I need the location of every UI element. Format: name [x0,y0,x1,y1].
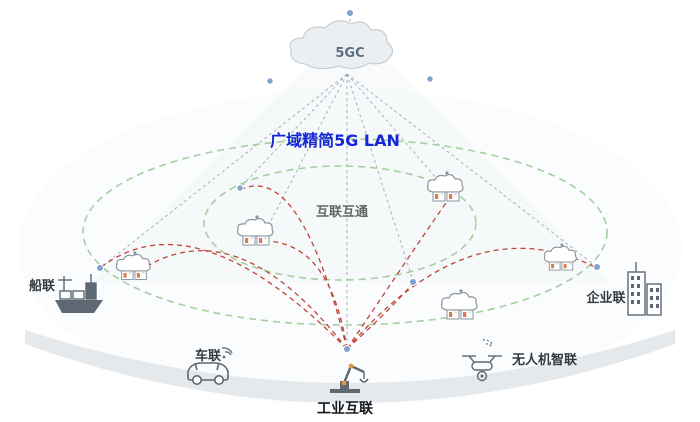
drone-label: 无人机智联 [511,352,577,368]
vehicle-label: 车联 [195,348,221,364]
interconnect-label: 互联互通 [316,204,368,220]
enterprise-label: 企业联 [585,290,625,306]
core-fan-links [99,13,598,349]
drone-icon [462,339,502,382]
connected-car-icon [187,347,233,385]
ship-icon [55,274,103,313]
anchor-dots [96,9,601,353]
ship-label: 船联 [29,278,55,294]
interconnect-arcs [99,185,596,350]
robotic-arm-icon [330,363,369,393]
5gc-cloud: 5GC [289,20,394,70]
outer-lan-ellipse [82,138,608,326]
inner-lan-ellipse [203,165,477,281]
enterprise-buildings-icon [627,262,662,316]
5gc-label: 5GC [335,46,364,61]
bottom-band [25,330,675,403]
industry-label: 工业互联 [317,401,374,417]
light-cone [92,62,608,282]
network-label: 广域精简5G LAN [270,131,400,150]
